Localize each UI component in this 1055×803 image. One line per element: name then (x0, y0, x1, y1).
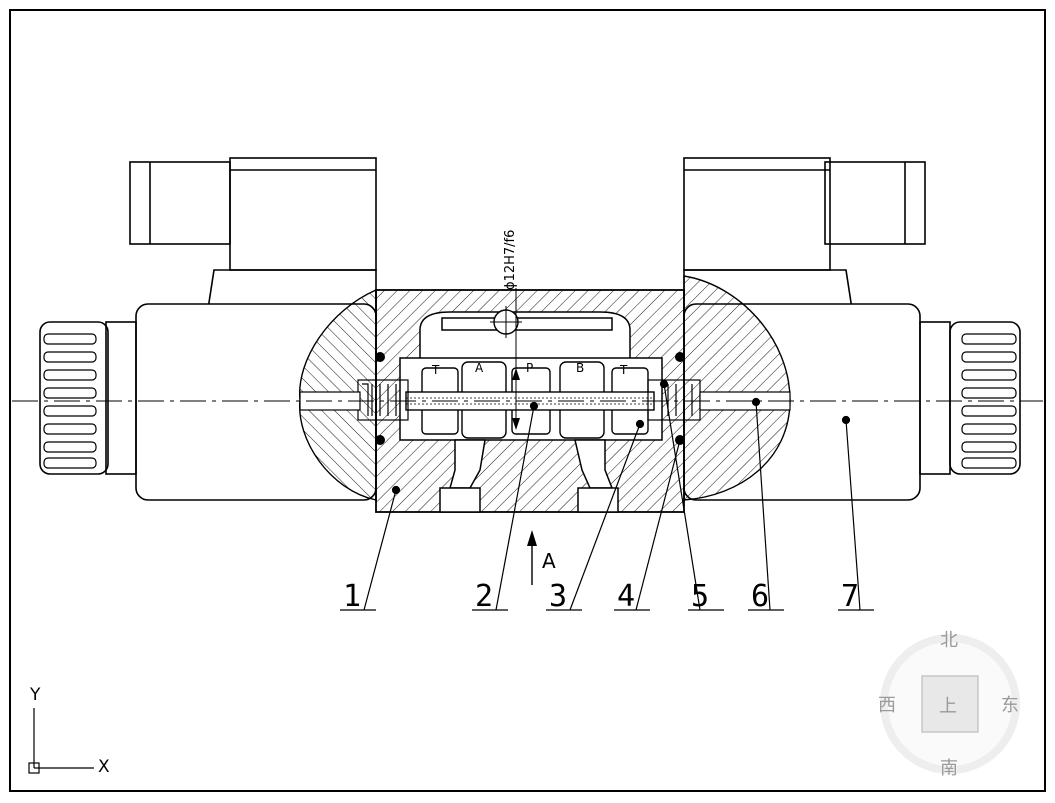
left-coil-housing (229, 157, 377, 271)
viewcube-top-face[interactable] (921, 675, 979, 733)
right-manual-knob (949, 321, 1021, 475)
port-label-a: A (475, 361, 484, 375)
viewcube-west[interactable]: 西 (878, 695, 896, 716)
ucs-x-label: X (98, 757, 110, 777)
part-number-2: 2 (475, 579, 493, 614)
part-number-3: 3 (549, 579, 567, 614)
part-number-4: 4 (617, 579, 635, 614)
viewcube-south[interactable]: 南 (940, 758, 958, 779)
drawing-frame (9, 9, 1046, 792)
left-manual-knob (39, 321, 109, 475)
port-label-t-right: T (619, 363, 628, 377)
viewcube-north[interactable]: 北 (940, 630, 958, 651)
port-label-b: B (576, 361, 584, 375)
part-number-1: 1 (343, 579, 361, 614)
left-connector-plug (129, 161, 231, 245)
leaders (340, 379, 874, 611)
right-coil-housing (683, 157, 831, 271)
port-label-t-left: T (431, 363, 440, 377)
part-number-6: 6 (751, 579, 769, 614)
port-labels: T A P B T (431, 361, 628, 377)
part-number-7: 7 (841, 579, 859, 614)
viewcube-top-label: 上 (939, 696, 957, 717)
viewcube[interactable]: 上 北 南 东 西 (878, 630, 1020, 779)
view-label: A (542, 549, 556, 573)
view-arrow-head (527, 530, 537, 546)
ucs-origin-icon (28, 762, 40, 774)
ucs-icon[interactable]: Y X (28, 685, 110, 777)
right-connector-plug (824, 161, 926, 245)
ucs-y-label: Y (29, 685, 41, 705)
part-number-5: 5 (691, 579, 709, 614)
spool (405, 361, 655, 439)
port-a-outlet (439, 487, 481, 513)
fit-annotation: ϕ12H7/f6 (503, 230, 518, 290)
port-label-p: P (526, 361, 533, 375)
part-numbers: 1 2 3 4 5 6 7 (343, 579, 859, 614)
viewcube-east[interactable]: 东 (1001, 695, 1019, 716)
